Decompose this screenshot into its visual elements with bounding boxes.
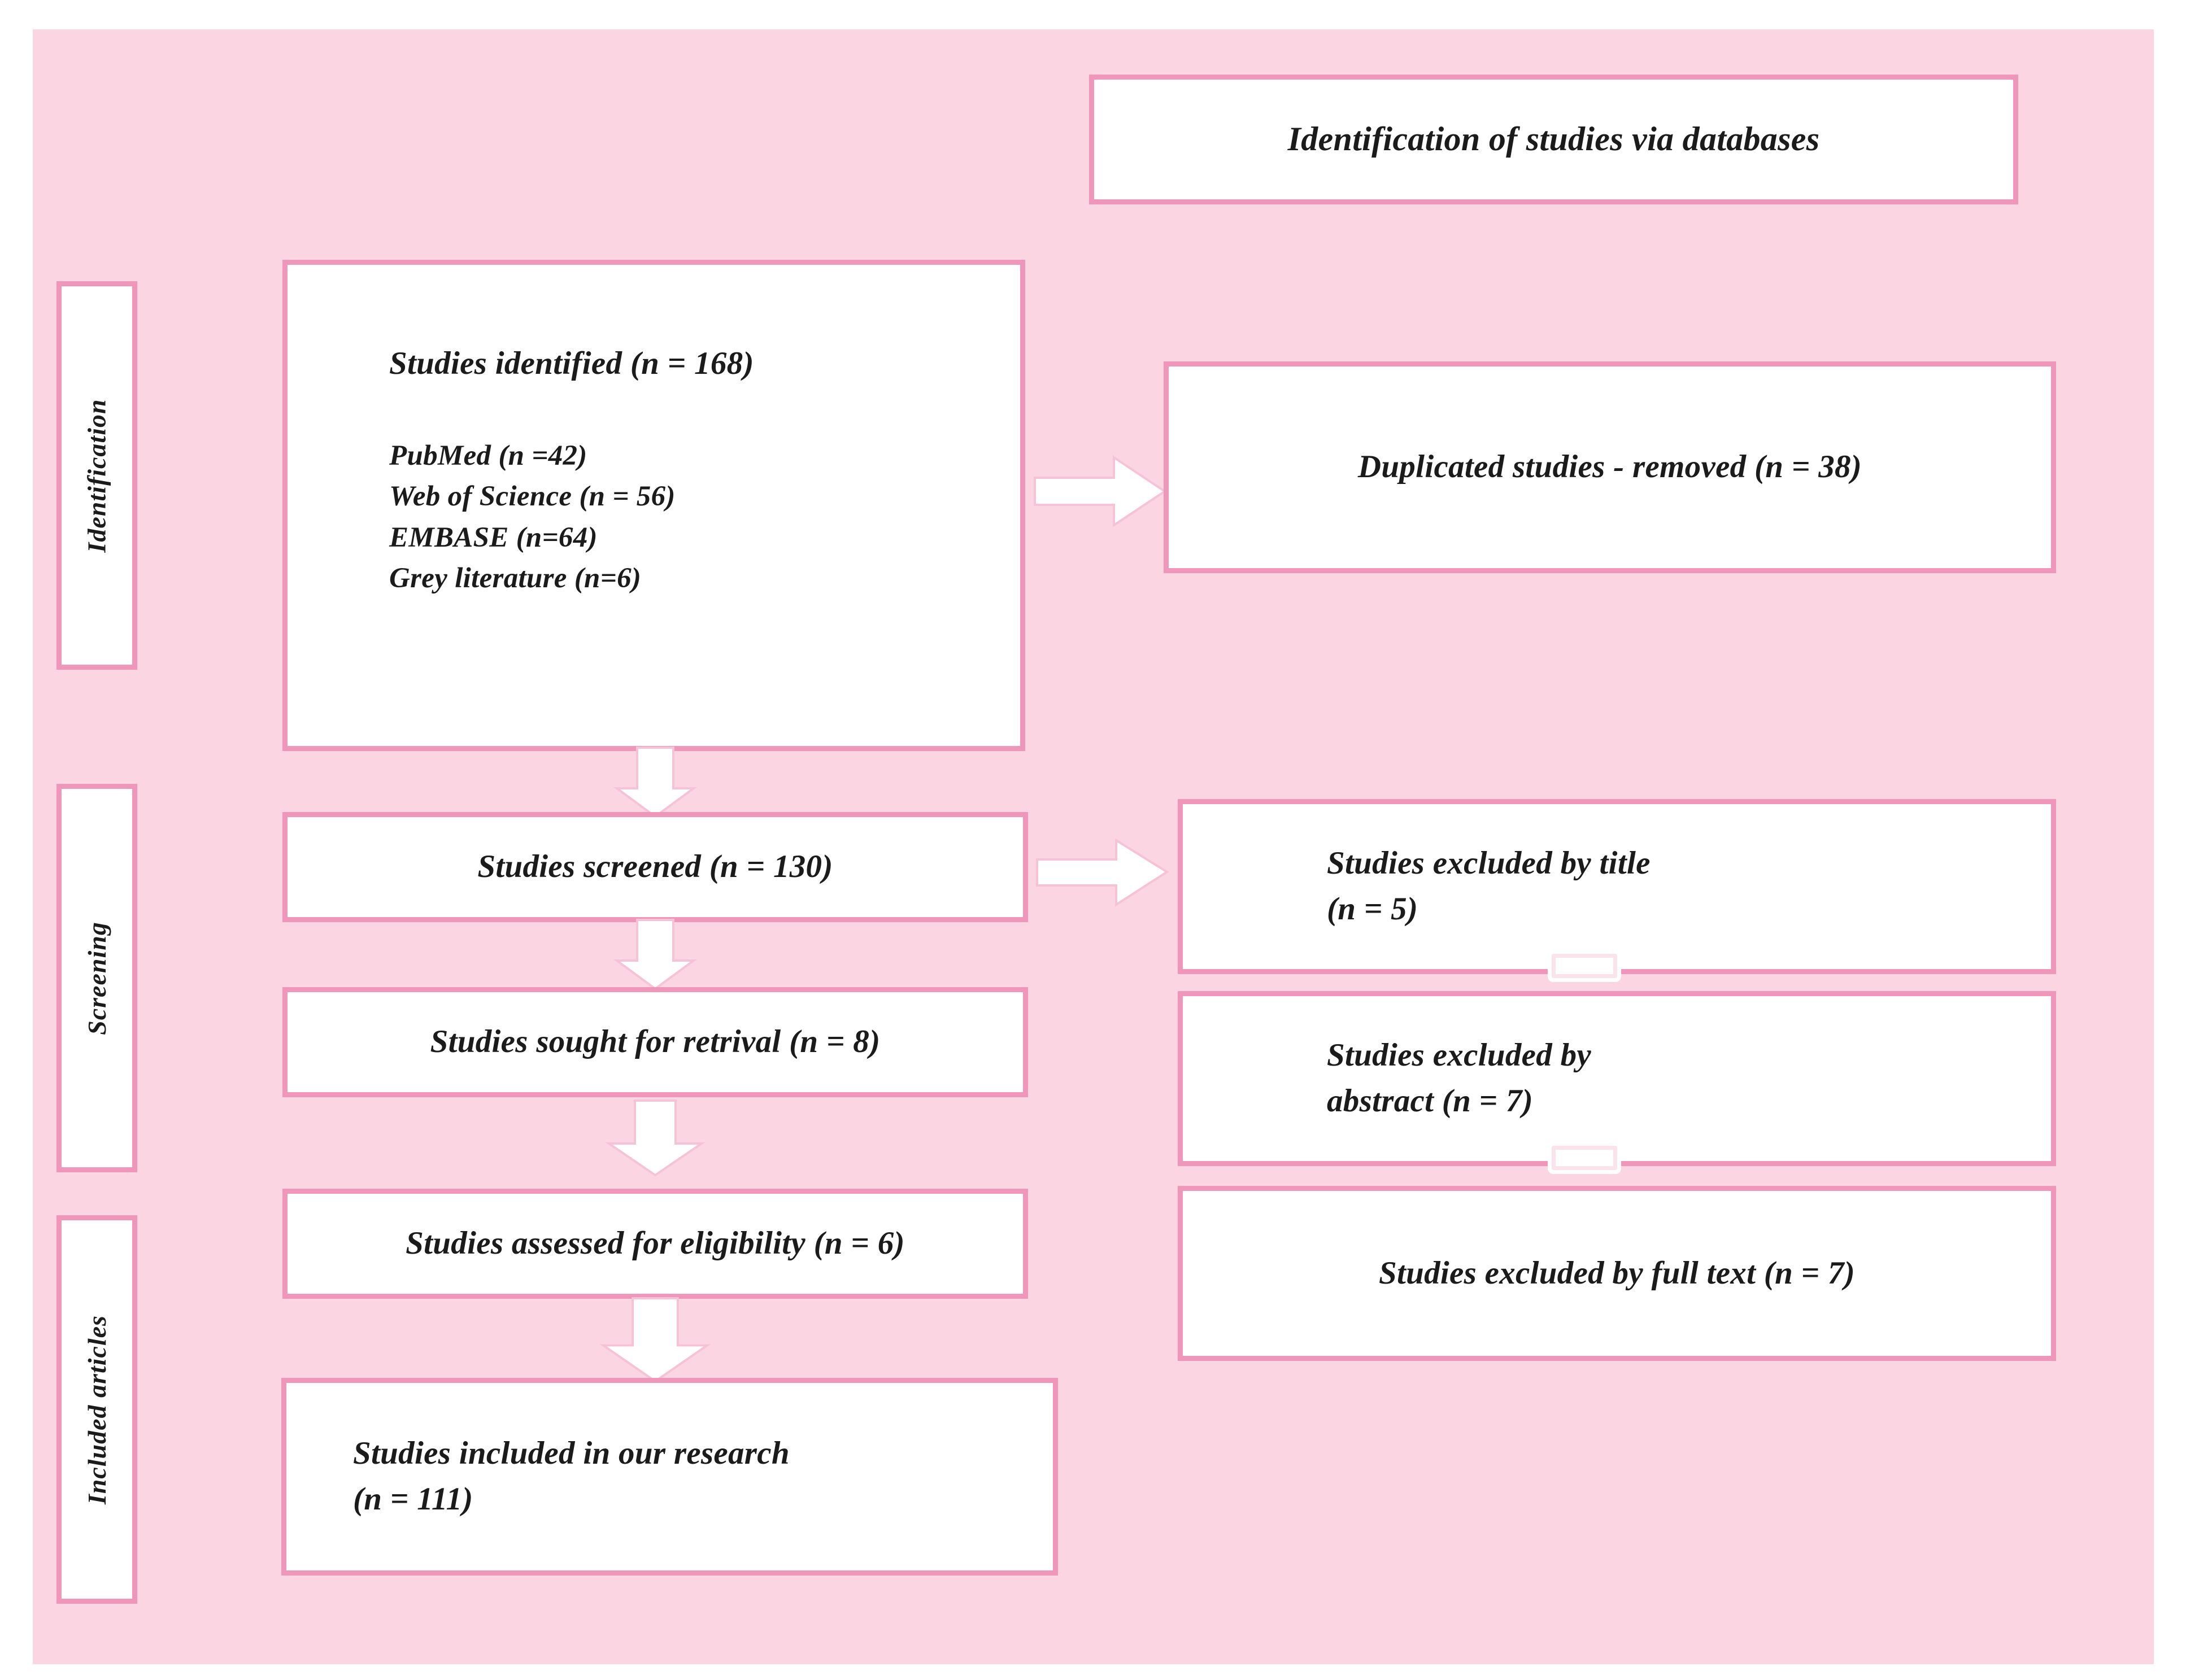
included-in-research-text: Studies included in our research (n = 11… bbox=[353, 1435, 790, 1517]
page-title: Identification of studies via databases bbox=[1287, 120, 1820, 158]
arrow-right-screened-to-excluded-title bbox=[1035, 836, 1170, 909]
excluded-by-abstract-box: Studies excluded by abstract (n = 7) bbox=[1178, 991, 2056, 1166]
excluded-by-abstract-text: Studies excluded by abstract (n = 7) bbox=[1327, 1037, 1591, 1119]
source-embase: EMBASE (n=64) bbox=[389, 521, 598, 553]
stage-label-identification-text: Identification bbox=[82, 398, 111, 553]
header-title-box: Identification of studies via databases bbox=[1089, 75, 2018, 204]
connector-title-to-abstract bbox=[1548, 950, 1621, 982]
assessed-for-eligibility-text: Studies assessed for eligibility (n = 6) bbox=[406, 1225, 905, 1262]
arrow-down-sought-to-eligibility bbox=[604, 1098, 706, 1177]
arrow-right-identified-to-duplicates bbox=[1033, 452, 1168, 531]
studies-screened-box: Studies screened (n = 130) bbox=[282, 812, 1028, 922]
stage-label-screening: Screening bbox=[56, 784, 137, 1172]
sought-for-retrieval-text: Studies sought for retrival (n = 8) bbox=[430, 1024, 881, 1060]
source-grey-literature: Grey literature (n=6) bbox=[389, 562, 642, 595]
stage-label-included-text: Included articles bbox=[82, 1315, 112, 1504]
arrow-down-identified-to-screened bbox=[610, 745, 700, 819]
source-pubmed: PubMed (n =42) bbox=[389, 439, 587, 472]
arrow-down-screened-to-sought bbox=[610, 918, 700, 991]
stage-label-identification: Identification bbox=[56, 281, 137, 670]
source-web-of-science: Web of Science (n = 56) bbox=[389, 481, 676, 513]
stage-label-included: Included articles bbox=[56, 1215, 137, 1604]
sought-for-retrieval-box: Studies sought for retrival (n = 8) bbox=[282, 987, 1028, 1097]
connector-abstract-to-fulltext bbox=[1548, 1142, 1621, 1174]
included-in-research-box: Studies included in our research (n = 11… bbox=[281, 1378, 1058, 1576]
studies-screened-text: Studies screened (n = 130) bbox=[477, 849, 833, 885]
studies-identified-box: Studies identified (n = 168) PubMed (n =… bbox=[282, 260, 1025, 751]
excluded-by-full-text-box: Studies excluded by full text (n = 7) bbox=[1178, 1186, 2056, 1361]
arrow-down-eligibility-to-included bbox=[599, 1296, 712, 1384]
assessed-for-eligibility-box: Studies assessed for eligibility (n = 6) bbox=[282, 1189, 1028, 1299]
duplicated-studies-text: Duplicated studies - removed (n = 38) bbox=[1357, 449, 1862, 485]
duplicated-studies-box: Duplicated studies - removed (n = 38) bbox=[1164, 361, 2056, 573]
stage-label-screening-text: Screening bbox=[82, 921, 111, 1035]
excluded-by-full-text-text: Studies excluded by full text (n = 7) bbox=[1378, 1255, 1856, 1291]
studies-identified-heading: Studies identified (n = 168) bbox=[389, 346, 754, 381]
excluded-by-title-box: Studies excluded by title (n = 5) bbox=[1178, 799, 2056, 974]
excluded-by-title-text: Studies excluded by title (n = 5) bbox=[1327, 845, 1651, 927]
